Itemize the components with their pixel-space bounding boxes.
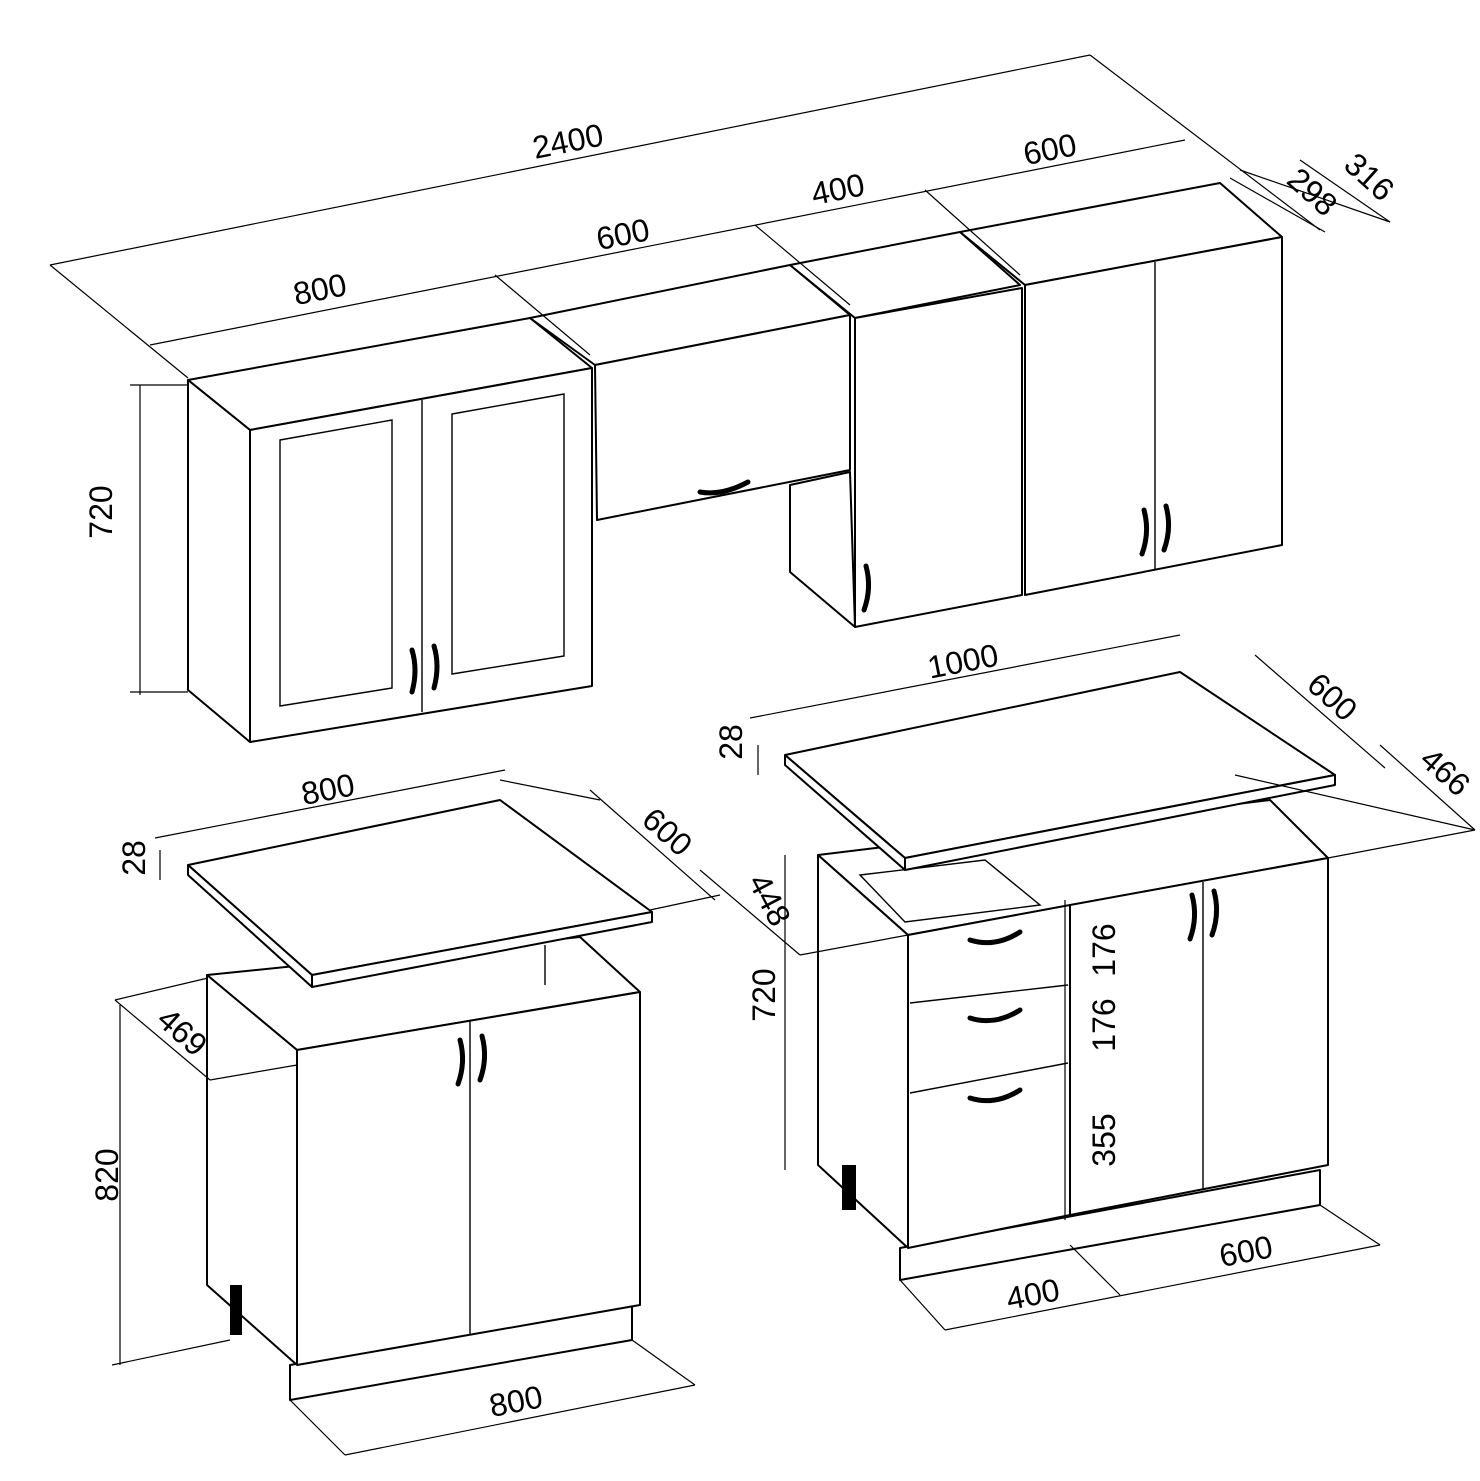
dim-wall-width-1: 800 <box>290 266 349 312</box>
dim-left-worktop-thickness: 28 <box>116 840 152 876</box>
handle-icon <box>409 647 418 695</box>
dim-wall-width-4: 600 <box>1020 126 1079 172</box>
wall-cabinet-600 <box>959 182 1283 596</box>
wall-cabinet-600-liftup <box>529 264 851 521</box>
right-dimension-lines <box>699 634 1476 1331</box>
left-dimension-lines <box>111 769 721 1456</box>
dim-right-worktop-thickness: 28 <box>713 724 749 760</box>
wall-dimension-lines <box>49 54 1391 695</box>
dim-wall-width-3: 400 <box>808 166 867 212</box>
handle-icon <box>431 643 440 691</box>
handle-icon <box>697 479 751 496</box>
handle-icon <box>967 1087 1023 1104</box>
handle-icon <box>967 929 1023 946</box>
dim-drawer-3: 355 <box>1086 1113 1122 1166</box>
dim-wall-width-2: 600 <box>593 211 652 257</box>
dim-left-worktop-width: 800 <box>298 766 357 812</box>
base-cabinet-1000 <box>784 671 1336 1281</box>
dim-right-carcass-depth: 466 <box>1413 741 1477 803</box>
handle-icon <box>477 1033 488 1083</box>
dim-left-height: 820 <box>89 1148 125 1201</box>
dim-right-worktop-width: 1000 <box>925 637 1002 686</box>
dim-left-carcass-depth: 469 <box>150 1001 214 1063</box>
dim-drawer-2: 176 <box>1086 998 1122 1051</box>
handle-icon <box>861 563 872 613</box>
leg-icon <box>842 1165 856 1210</box>
dim-wall-depth-outer: 316 <box>1337 146 1401 208</box>
handle-icon <box>455 1037 466 1087</box>
handle-icon <box>1209 888 1220 938</box>
wall-cabinet-800 <box>187 317 593 743</box>
dim-right-worktop-depth: 600 <box>1300 666 1364 728</box>
wall-cabinet-400 <box>789 231 1023 628</box>
dim-total-width: 2400 <box>529 117 606 166</box>
dim-wall-height: 720 <box>83 485 119 538</box>
dim-wall-depth-inner: 298 <box>1280 161 1344 223</box>
handle-icon <box>1161 503 1172 553</box>
dim-drawer-1: 176 <box>1086 923 1122 976</box>
base-cabinet-800 <box>187 799 653 1401</box>
dim-right-drawer-depth: 448 <box>741 868 798 932</box>
handle-icon <box>1139 507 1150 557</box>
dim-right-height: 720 <box>746 968 782 1021</box>
handle-icon <box>967 1007 1023 1024</box>
leg-icon <box>230 1285 242 1335</box>
dim-left-worktop-depth: 600 <box>635 801 699 863</box>
handle-icon <box>1187 892 1198 942</box>
dim-right-width-drawers: 400 <box>1003 1271 1062 1317</box>
